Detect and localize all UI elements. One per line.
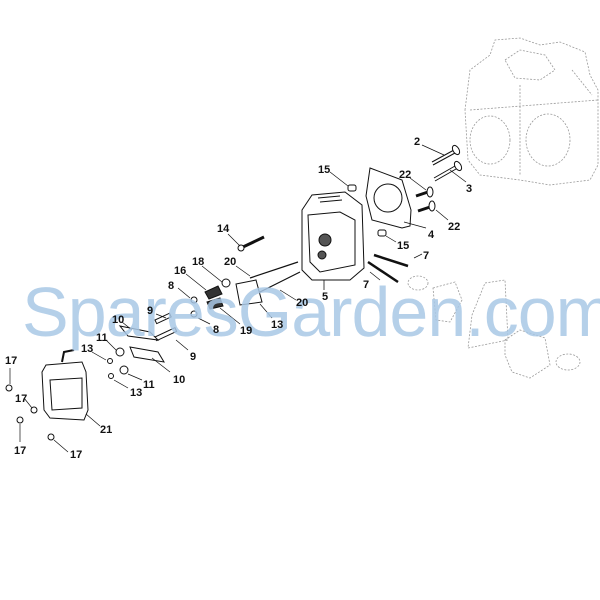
callout-part-18[interactable]: 18 — [192, 256, 205, 268]
callout-part-8[interactable]: 8 — [213, 324, 220, 336]
callout-part-22[interactable]: 22 — [448, 221, 461, 233]
guide-plate-19 — [235, 279, 263, 306]
callout-part-11[interactable]: 11 — [96, 332, 108, 344]
callout-part-7[interactable]: 7 — [363, 279, 370, 291]
callout-part-15[interactable]: 15 — [397, 240, 410, 252]
callout-part-15[interactable]: 15 — [318, 164, 331, 176]
spacer-11b — [119, 365, 129, 375]
callout-part-13[interactable]: 13 — [81, 343, 94, 355]
dowel-pin-15b — [377, 229, 387, 237]
dowel-pin-15a — [347, 184, 357, 192]
bolt-22a — [415, 186, 434, 198]
leader-lines — [9, 144, 467, 453]
callout-part-7[interactable]: 7 — [423, 250, 430, 262]
valve-cover-21 — [41, 349, 89, 421]
rocker-arm-16 — [204, 285, 224, 310]
callout-part-5[interactable]: 5 — [322, 291, 329, 303]
spacer-11a — [115, 347, 125, 357]
nut-18 — [221, 278, 231, 288]
valve-2 — [431, 144, 461, 166]
callout-part-19[interactable]: 19 — [240, 325, 253, 337]
stud-20 — [249, 261, 301, 296]
washer-8a — [190, 296, 198, 304]
bolt-17 — [5, 384, 55, 441]
bolt-22b — [417, 200, 436, 213]
washer-8b — [190, 310, 198, 318]
pushrod-7b — [367, 260, 399, 284]
callout-part-17[interactable]: 17 — [15, 393, 28, 405]
head-gasket-4 — [365, 167, 412, 229]
pushrod-7a — [373, 253, 409, 268]
callout-part-13[interactable]: 13 — [271, 319, 284, 331]
callout-part-8[interactable]: 8 — [168, 280, 175, 292]
callout-part-16[interactable]: 16 — [174, 265, 187, 277]
callout-part-2[interactable]: 2 — [414, 136, 421, 148]
callout-part-17[interactable]: 17 — [70, 449, 83, 461]
callout-part-4[interactable]: 4 — [428, 229, 435, 241]
engine-block-ghost — [464, 37, 599, 186]
callout-part-13[interactable]: 13 — [130, 387, 143, 399]
rocker-plate-10 — [118, 325, 165, 363]
callout-part-20[interactable]: 20 — [296, 297, 309, 309]
callout-part-9[interactable]: 9 — [190, 351, 197, 363]
callout-part-17[interactable]: 17 — [5, 355, 18, 367]
pivot-pin-9 — [154, 312, 178, 342]
bolt-14 — [237, 235, 265, 252]
valve-3 — [433, 160, 463, 182]
callout-part-10[interactable]: 10 — [112, 314, 125, 326]
callout-part-11[interactable]: 11 — [143, 379, 155, 391]
callout-part-17[interactable]: 17 — [14, 445, 27, 457]
callout-part-3[interactable]: 3 — [466, 183, 473, 195]
intake-ghost — [407, 275, 581, 379]
nut-13a — [107, 358, 113, 364]
callout-part-21[interactable]: 21 — [100, 424, 113, 436]
callout-part-14[interactable]: 14 — [217, 223, 230, 235]
callout-part-9[interactable]: 9 — [147, 305, 154, 317]
nut-13b — [108, 373, 114, 379]
callout-part-22[interactable]: 22 — [399, 169, 412, 181]
cylinder-head-5 — [301, 191, 365, 281]
callout-part-20[interactable]: 20 — [224, 256, 237, 268]
callout-part-10[interactable]: 10 — [173, 374, 186, 386]
